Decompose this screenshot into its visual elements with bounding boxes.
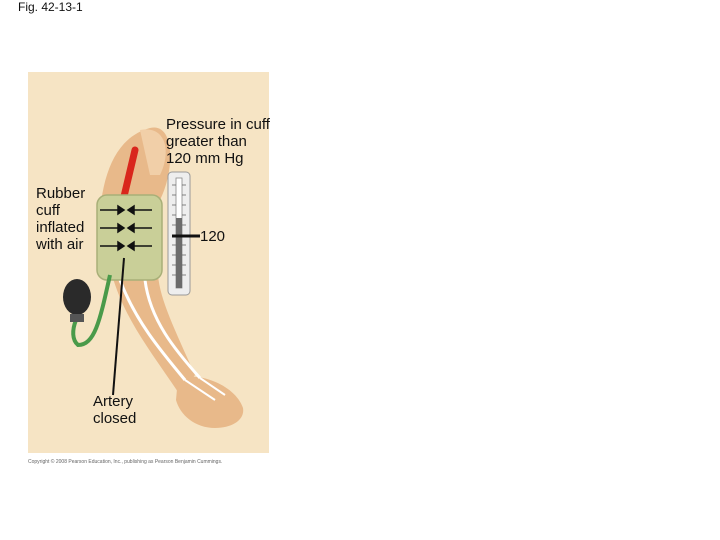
cuff-label: Rubber cuff inflated with air xyxy=(36,185,86,253)
pressure-arrows-right xyxy=(126,204,152,252)
figure-label: Fig. 42-13-1 xyxy=(18,0,83,14)
inflation-bulb xyxy=(63,279,91,315)
vein-2 xyxy=(143,279,202,379)
gauge-value-label: 120 xyxy=(200,228,226,245)
copyright-notice: Copyright © 2008 Pearson Education, Inc.… xyxy=(28,459,223,465)
pressure-arrows-left xyxy=(100,204,126,252)
vein-1 xyxy=(118,279,187,381)
artery-label: Artery closed xyxy=(93,393,137,427)
air-tube xyxy=(71,274,112,348)
rubber-cuff xyxy=(96,194,163,281)
gauge-mercury xyxy=(176,218,182,288)
vein-3 xyxy=(184,377,226,401)
artery-leader-line xyxy=(112,257,125,396)
bulb-valve xyxy=(70,314,84,322)
pressure-label: Pressure in cuff greater than 120 mm Hg xyxy=(166,116,270,167)
hand xyxy=(176,376,244,428)
shoulder-shade xyxy=(140,129,166,175)
